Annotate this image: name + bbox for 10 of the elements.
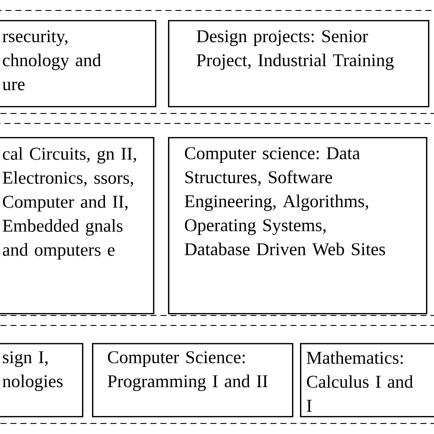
course-box: sign I, nologies [0, 343, 84, 418]
course-box: cal Circuits, gn II, Electronics, ssors, Computer and II, Embedded gnals and omputers e [0, 137, 154, 314]
course-box: Design projects: Senior Project, Industrial Training [168, 20, 430, 108]
course-box: Mathematics: Calculus I and I [300, 343, 434, 418]
tier-band [0, 123, 434, 316]
course-box: Computer science: Data Structures, Software Engineering, Algorithms, Operating Systems, Database Driven Web Sites [168, 137, 428, 314]
course-box: Computer Science: Programming I and II [92, 343, 294, 418]
tier-band [0, 325, 434, 424]
tier-band [0, 10, 434, 114]
course-box: rsecurity, chnology and ure [0, 20, 156, 108]
